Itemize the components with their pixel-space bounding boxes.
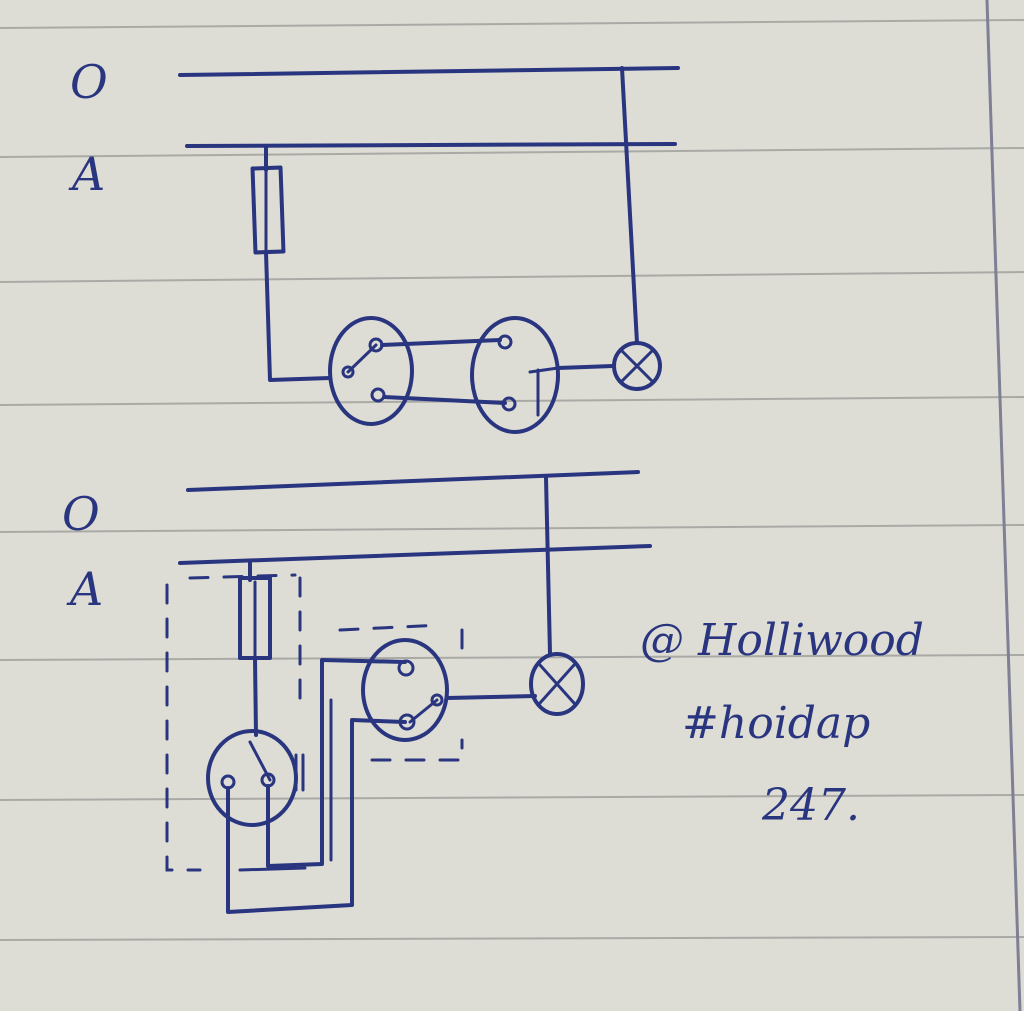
socket-icon xyxy=(206,729,305,827)
wire-loop-stub xyxy=(238,866,307,872)
diagram-2-phase-label: A xyxy=(66,562,103,616)
watermark-line-3: 247. xyxy=(761,780,860,831)
diagram-1-schematic: O A xyxy=(68,55,680,434)
wire-loop-inner xyxy=(266,658,407,868)
fuse-to-socket-wire xyxy=(253,656,258,737)
fuse-icon xyxy=(250,144,332,382)
panel-outline-top xyxy=(188,573,297,580)
diagram-1-neutral-wire xyxy=(178,66,680,77)
diagram-1-phase-wire xyxy=(185,142,677,148)
diagram-2-phase-wire xyxy=(178,544,652,565)
switch-box-outline xyxy=(338,623,464,762)
two-way-switch-icon xyxy=(470,316,560,434)
diagram-2-neutral-wire xyxy=(186,470,640,492)
lamp-neutral-wire xyxy=(544,476,552,656)
watermark-line-1: @ Holliwood xyxy=(640,615,924,666)
panel-outline-left xyxy=(165,583,202,872)
diagram-2-installation: O A xyxy=(62,470,652,914)
two-way-switch-icon xyxy=(328,316,414,426)
lamp-icon xyxy=(612,341,662,391)
lamp-icon xyxy=(529,652,585,716)
watermark-line-2: #hoidap xyxy=(682,698,870,749)
diagram-1-neutral-label: O xyxy=(70,55,108,109)
watermark: @ Holliwood #hoidap 247. xyxy=(640,615,924,831)
traveller-wire-lower xyxy=(382,395,507,405)
diagram-2-neutral-label: O xyxy=(62,487,100,541)
lamp-neutral-wire xyxy=(620,66,639,345)
diagram-1-phase-label: A xyxy=(68,147,105,201)
switch-to-lamp-wire xyxy=(556,364,615,370)
two-way-switch-icon xyxy=(361,638,449,742)
switch-to-lamp-wire xyxy=(445,694,537,700)
